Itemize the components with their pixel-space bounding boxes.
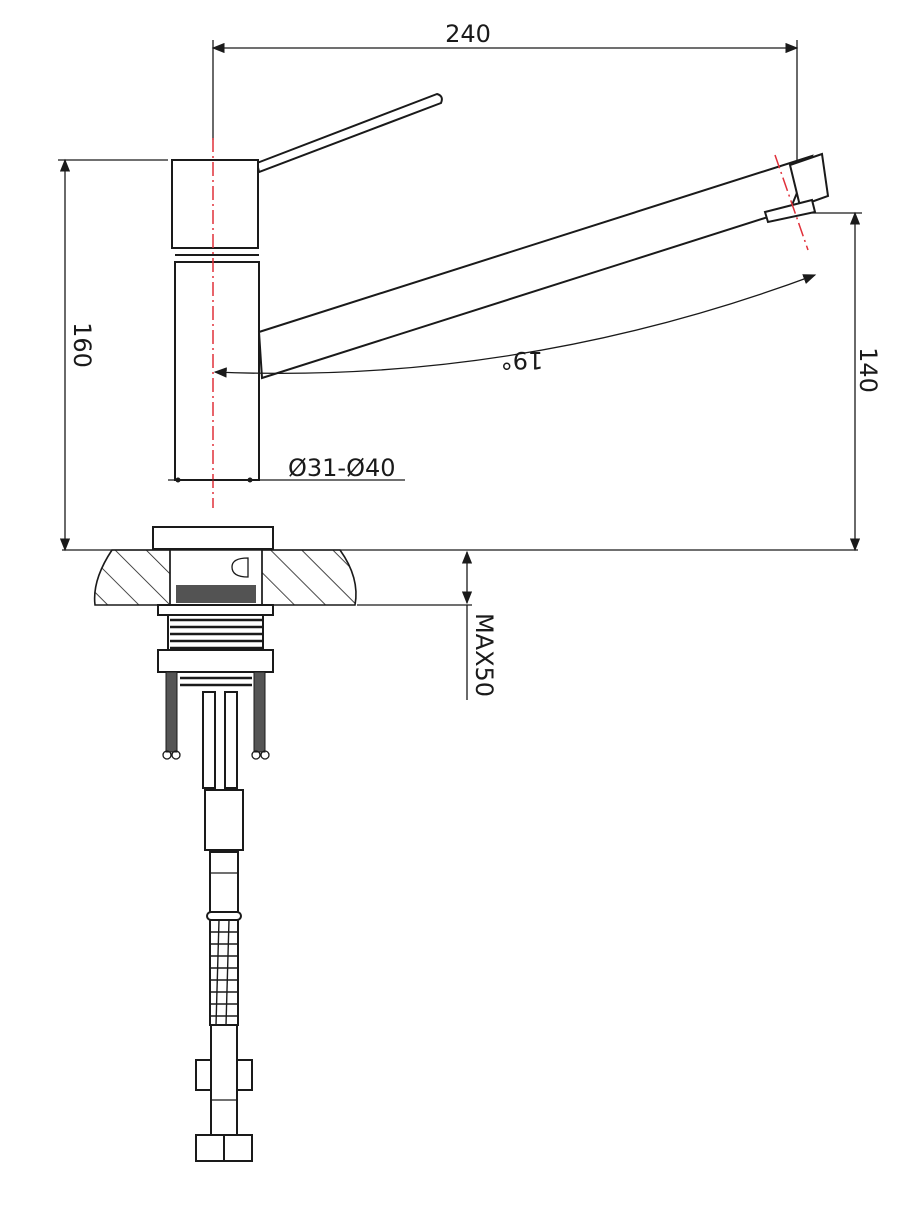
handle-cap (171, 159, 259, 249)
countertop-section (93, 549, 357, 606)
mounting-nut (157, 649, 274, 673)
supply-hose (195, 789, 253, 1162)
spout (257, 152, 830, 380)
hole-diameter-dimension: Ø31-Ø40 (168, 454, 405, 483)
width-dimension: 240 (211, 20, 799, 160)
spout-height-label: 140 (854, 347, 882, 393)
hole-diameter-label: Ø31-Ø40 (288, 454, 396, 482)
faucet-body (174, 261, 260, 481)
mounting-shank (157, 604, 274, 789)
base-flange (152, 526, 274, 550)
swivel-angle-label: 19° (501, 346, 544, 374)
total-height-label: 160 (68, 322, 96, 368)
max-thickness-label: MAX50 (470, 613, 498, 697)
spout-height-dimension: 140 (812, 211, 882, 552)
lever-handle (255, 92, 443, 174)
total-height-dimension: 160 (58, 158, 168, 552)
spout-centerline (774, 154, 809, 251)
swivel-angle-dimension: 19° (213, 274, 817, 378)
max-thickness-dimension: MAX50 (357, 550, 498, 700)
width-label: 240 (445, 20, 491, 48)
